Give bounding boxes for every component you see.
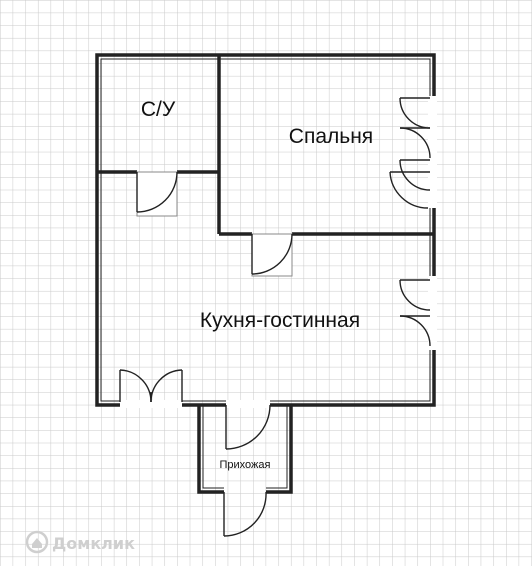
entrance-door [223,491,267,537]
outer-wall-inner [100,58,431,402]
watermark-text: Домклик [52,534,135,553]
bathroom-door [136,171,178,217]
label-bedroom: Спальня [289,125,373,148]
wall-openings [120,96,437,408]
label-bathroom: С/У [141,98,176,121]
watermark-logo: Домклик [25,530,135,554]
label-hallway: Прихожая [220,459,271,471]
outer-wall [95,53,436,407]
kitchen-window-door [399,279,431,347]
hallway-wall [197,405,293,494]
kitchen-double-door [119,369,183,403]
walls [95,53,436,494]
bedroom-window-door [389,97,431,209]
hallway-inner-door [225,404,271,450]
label-kitchen-living: Кухня-гостинная [200,309,360,332]
bedroom-door [251,233,293,277]
doors [119,97,431,537]
hallway-wall-inner [202,405,288,489]
